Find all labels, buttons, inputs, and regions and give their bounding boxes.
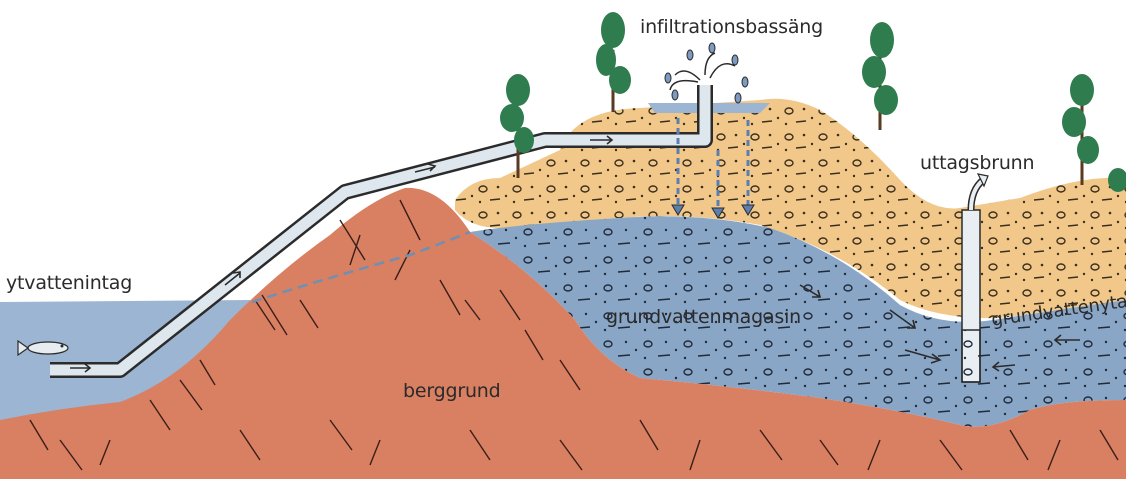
tree-icon [1062,74,1099,185]
label-infiltration-basin: infiltrationsbassäng [640,16,823,38]
label-bedrock: berggrund [403,380,501,402]
label-surface-water-intake: ytvattenintag [6,272,132,294]
label-aquifer: grundvattenmagasin [606,306,801,328]
label-extraction-well: uttagsbrunn [920,152,1034,174]
tree-icon [596,12,631,112]
tree-icon [500,74,534,178]
tree-icon [862,22,898,130]
